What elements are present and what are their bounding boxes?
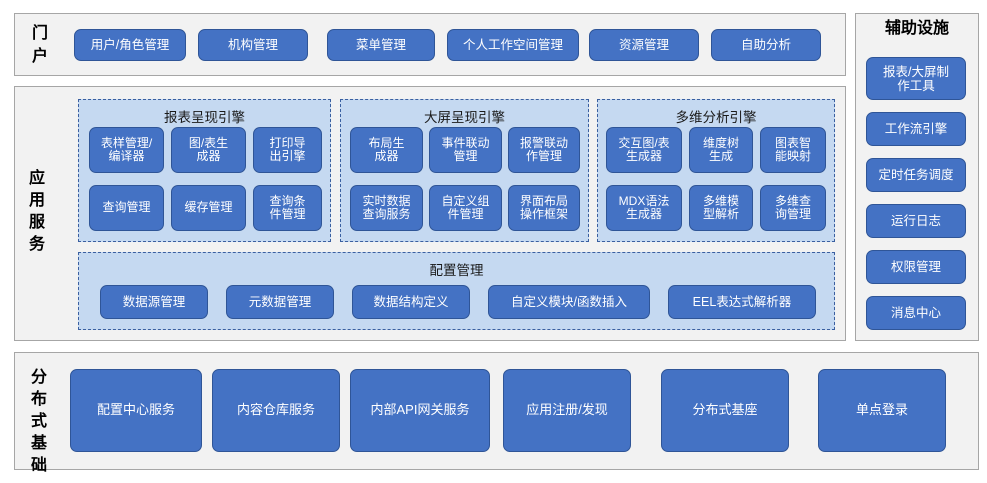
- portal-node-4[interactable]: 资源管理: [589, 29, 699, 61]
- group-olap-engine-title: 多维分析引擎: [675, 110, 757, 125]
- auxiliary-node-3[interactable]: 运行日志: [866, 204, 966, 238]
- portal-node-0[interactable]: 用户/角色管理: [74, 29, 186, 61]
- app-service-band-label: 应用服务: [28, 170, 45, 253]
- distributed-node-0[interactable]: 配置中心服务: [70, 369, 202, 452]
- report-engine-node-3[interactable]: 查询管理: [89, 185, 164, 231]
- report-engine-node-2[interactable]: 打印导 出引擎: [253, 127, 322, 173]
- auxiliary-node-2[interactable]: 定时任务调度: [866, 158, 966, 192]
- group-report-engine-title: 报表呈现引擎: [164, 110, 245, 125]
- distributed-node-3[interactable]: 应用注册/发现: [503, 369, 631, 452]
- portal-node-3[interactable]: 个人工作空间管理: [447, 29, 579, 61]
- bigscreen-engine-node-2[interactable]: 报警联动 作管理: [508, 127, 580, 173]
- group-bigscreen-engine-title: 大屏呈现引擎: [424, 110, 505, 125]
- olap-engine-node-2[interactable]: 图表智 能映射: [760, 127, 826, 173]
- auxiliary-node-0[interactable]: 报表/大屏制 作工具: [866, 57, 966, 100]
- bigscreen-engine-node-1[interactable]: 事件联动 管理: [429, 127, 502, 173]
- auxiliary-node-4[interactable]: 权限管理: [866, 250, 966, 284]
- distributed-node-5[interactable]: 单点登录: [818, 369, 946, 452]
- config-node-1[interactable]: 元数据管理: [226, 285, 334, 319]
- olap-engine-node-4[interactable]: 多维模 型解析: [689, 185, 753, 231]
- bigscreen-engine-node-5[interactable]: 界面布局 操作框架: [508, 185, 580, 231]
- auxiliary-node-1[interactable]: 工作流引擎: [866, 112, 966, 146]
- bigscreen-engine-node-4[interactable]: 自定义组 件管理: [429, 185, 502, 231]
- auxiliary-band-label: 辅助设施: [884, 20, 949, 37]
- distributed-base-band-label: 分布式基础: [30, 369, 47, 474]
- portal-node-1[interactable]: 机构管理: [198, 29, 308, 61]
- bigscreen-engine-node-3[interactable]: 实时数据 查询服务: [350, 185, 423, 231]
- portal-band-label: 门户: [31, 25, 48, 65]
- config-node-4[interactable]: EEL表达式解析器: [668, 285, 816, 319]
- portal-node-5[interactable]: 自助分析: [711, 29, 821, 61]
- olap-engine-node-0[interactable]: 交互图/表 生成器: [606, 127, 682, 173]
- group-config-management-title: 配置管理: [429, 263, 484, 278]
- report-engine-node-0[interactable]: 表样管理/ 编译器: [89, 127, 164, 173]
- config-node-3[interactable]: 自定义模块/函数插入: [488, 285, 650, 319]
- distributed-node-2[interactable]: 内部API网关服务: [350, 369, 490, 452]
- olap-engine-node-1[interactable]: 维度树 生成: [689, 127, 753, 173]
- bigscreen-engine-node-0[interactable]: 布局生 成器: [350, 127, 423, 173]
- config-node-0[interactable]: 数据源管理: [100, 285, 208, 319]
- distributed-node-4[interactable]: 分布式基座: [661, 369, 789, 452]
- auxiliary-node-5[interactable]: 消息中心: [866, 296, 966, 330]
- portal-node-2[interactable]: 菜单管理: [327, 29, 435, 61]
- config-node-2[interactable]: 数据结构定义: [352, 285, 470, 319]
- report-engine-node-5[interactable]: 查询条 件管理: [253, 185, 322, 231]
- report-engine-node-1[interactable]: 图/表生 成器: [171, 127, 246, 173]
- report-engine-node-4[interactable]: 缓存管理: [171, 185, 246, 231]
- olap-engine-node-5[interactable]: 多维查 询管理: [760, 185, 826, 231]
- olap-engine-node-3[interactable]: MDX语法 生成器: [606, 185, 682, 231]
- distributed-node-1[interactable]: 内容仓库服务: [212, 369, 340, 452]
